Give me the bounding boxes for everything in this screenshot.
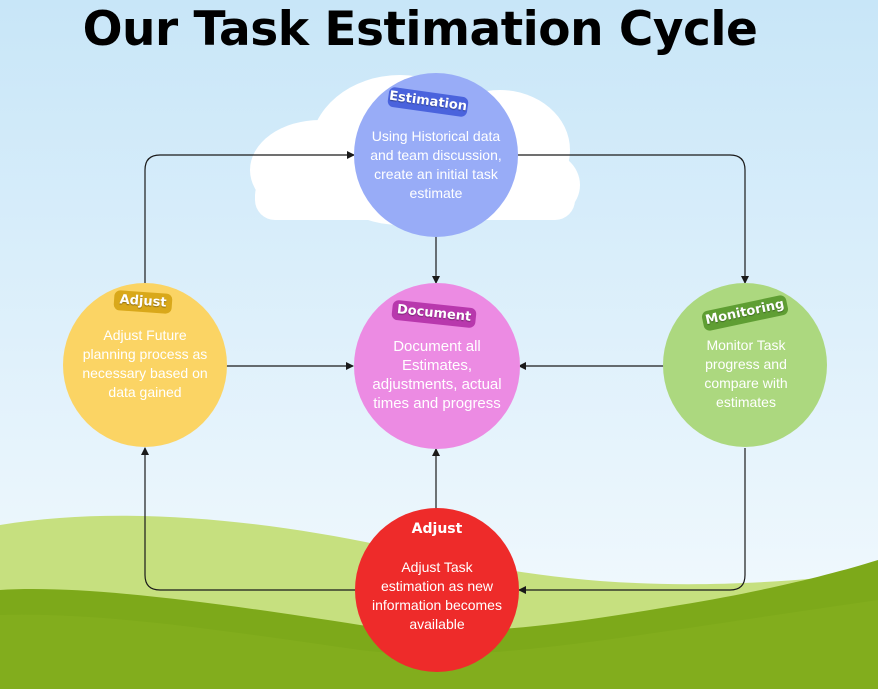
adjust-future-text: Adjust Future planning process as necess… [82, 327, 208, 400]
adjust-future-label: Adjust [113, 290, 173, 314]
page-title: Our Task Estimation Cycle [82, 2, 758, 57]
connectors [141, 151, 749, 594]
arrow-estimation-to-monitoring [517, 154, 749, 284]
adjust-task-node [355, 508, 519, 672]
estimation-text: Using Historical data and team discussio… [370, 128, 502, 201]
arrow-monitoring-to-adjusttask [518, 448, 746, 594]
arrow-adjust-to-estimation [144, 151, 355, 287]
adjust-task-label: Adjust [411, 521, 463, 537]
document-text: Document all Estimates, adjustments, act… [372, 338, 502, 412]
adjust-task-text: Adjust Task estimation as new informatio… [372, 559, 502, 632]
monitoring-text: Monitor Task progress and compare with e… [704, 337, 788, 410]
arrow-adjusttask-to-adjustfuture [141, 447, 355, 591]
